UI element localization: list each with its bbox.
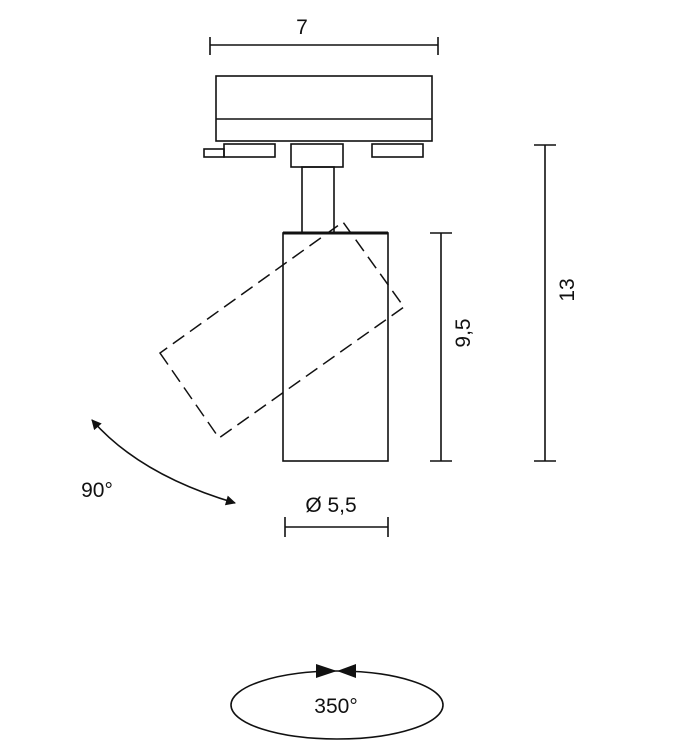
track-adapter xyxy=(203,75,433,168)
stem xyxy=(301,166,335,234)
arrow-left-icon xyxy=(337,664,356,678)
body-height-label: 9,5 xyxy=(452,318,475,347)
double-arrow-icon xyxy=(91,419,236,506)
rotation-label: 350° xyxy=(314,695,357,718)
width-label: 7 xyxy=(296,16,308,39)
tilted-body-outline xyxy=(158,220,406,440)
tilt-label: 90° xyxy=(81,479,113,502)
diameter-dimension: Ø 5,5 xyxy=(284,494,389,537)
total-height-label: 13 xyxy=(556,278,579,301)
rotation-indicator: 350° xyxy=(230,664,444,740)
total-height-dimension: 13 xyxy=(534,144,579,462)
spotlight-body xyxy=(282,231,389,462)
body-height-dimension: 9,5 xyxy=(430,232,475,462)
arrow-right-icon xyxy=(316,664,337,678)
diameter-label: Ø 5,5 xyxy=(305,494,356,517)
width-dimension: 7 xyxy=(209,16,439,55)
tilt-indicator: 90° xyxy=(81,419,236,506)
